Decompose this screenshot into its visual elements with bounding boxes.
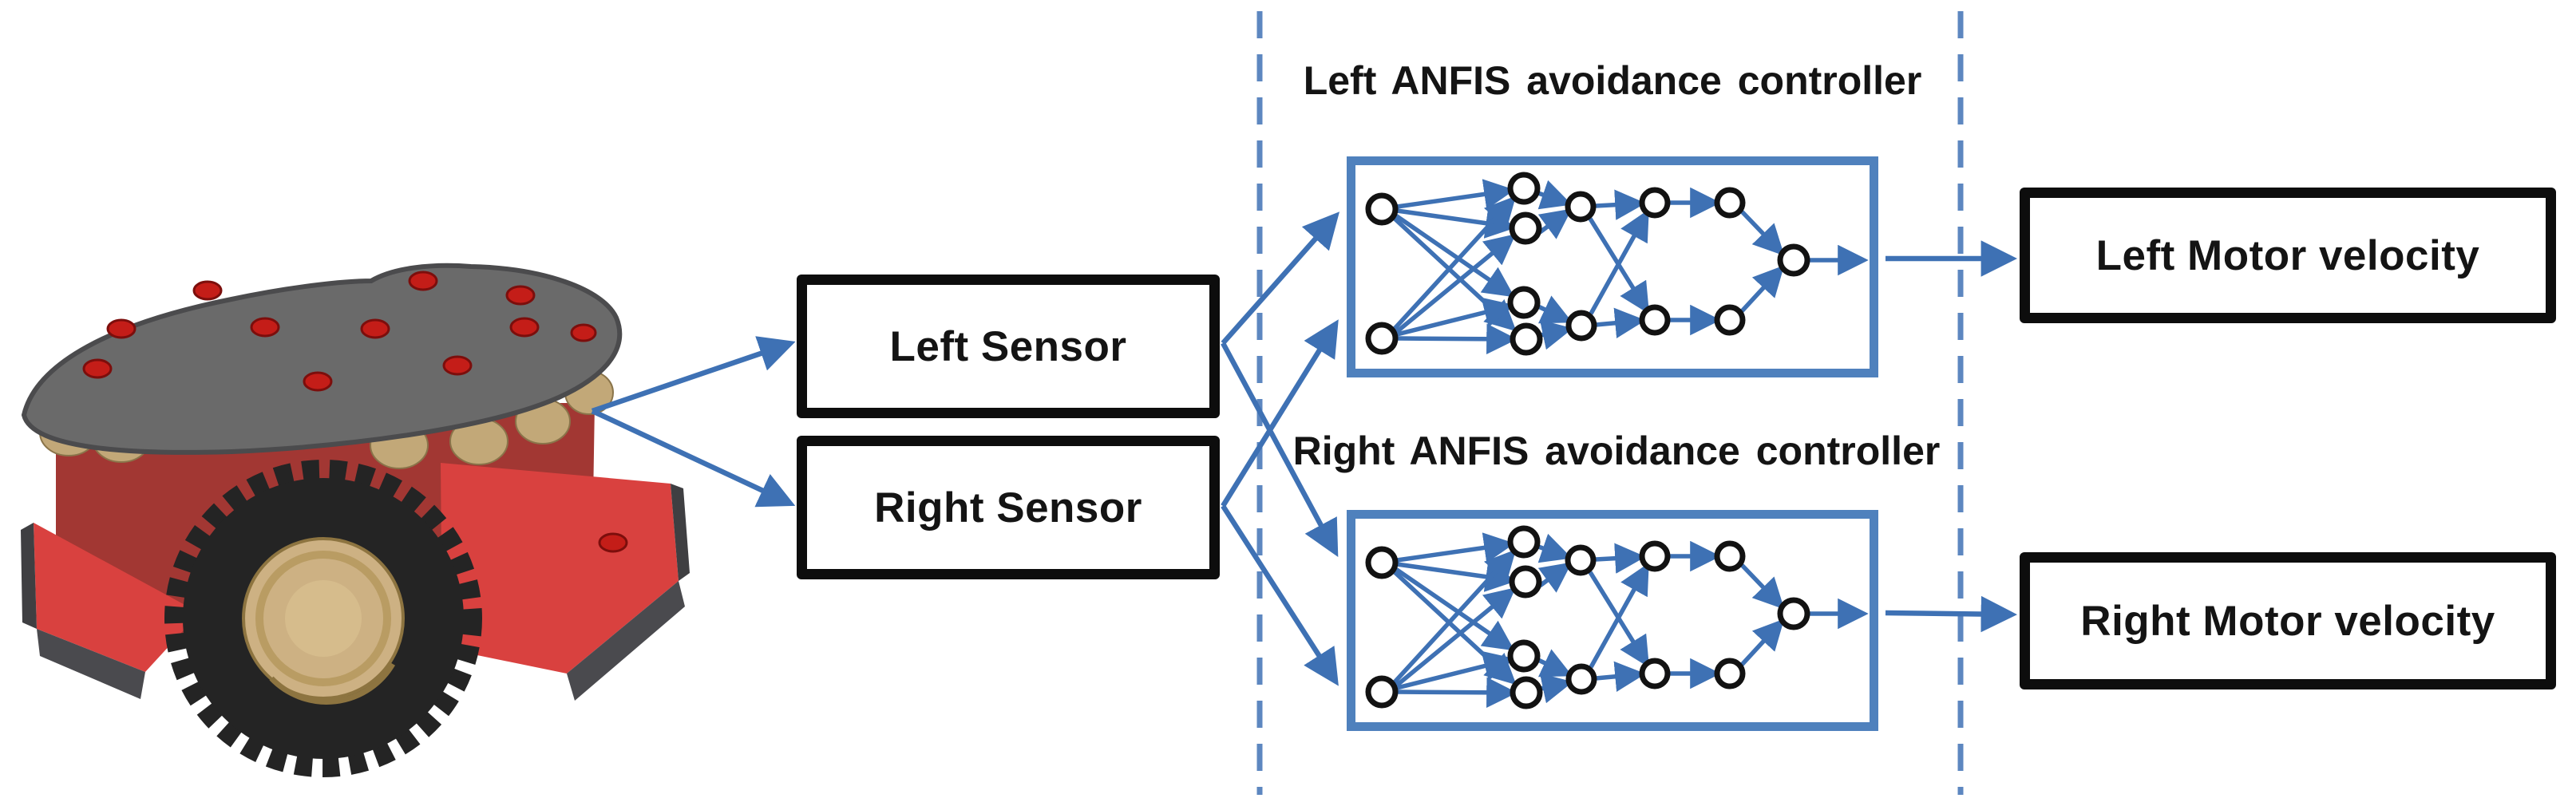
right-motor-velocity-label: Right Motor velocity [2080,597,2495,645]
right-anfis-network [1351,515,1874,727]
left-motor-velocity-label: Left Motor velocity [2095,231,2480,279]
robot-right-bumper [441,463,679,674]
robot-to-right-sensor-arrow [591,409,796,508]
robot-right-skirt [567,581,685,701]
robot-illustration [21,263,690,777]
right-anfis-controller-title: Right ANFIS avoidance controller [1292,429,1941,473]
robot-wheel [164,460,482,777]
left-motor-velocity-box: Left Motor velocity [2020,188,2556,323]
robot-deck-knob [598,532,628,553]
right-sensor-label: Right Sensor [874,484,1142,531]
right-sensor-to-right-anfis-arrow [1221,504,1339,686]
robot-to-left-sensor-arrow [591,336,796,414]
left-sensor-box: Left Sensor [797,275,1220,418]
robot-top-plate [21,263,623,455]
robot-plate-knobs [82,271,597,392]
right-sensor-to-left-anfis-arrow [1221,319,1339,508]
robot-left-bumper [34,523,200,672]
left-anfis-controller-title: Left ANFIS avoidance controller [1303,58,1922,103]
left-sensor-to-right-anfis-arrow [1221,342,1339,558]
right-anfis-to-right-motor-arrow [1885,595,2018,633]
left-sensor-to-left-anfis-arrow [1221,211,1340,346]
right-motor-velocity-box: Right Motor velocity [2020,552,2556,689]
left-sensor-label: Left Sensor [889,322,1127,370]
robot-left-skirt [37,629,145,699]
flow-arrows [591,211,2018,686]
robot-left-skirt-edge [21,523,37,629]
right-sensor-box: Right Sensor [797,436,1220,579]
robot-right-skirt-edge [671,484,690,581]
left-anfis-network [1351,161,1874,373]
